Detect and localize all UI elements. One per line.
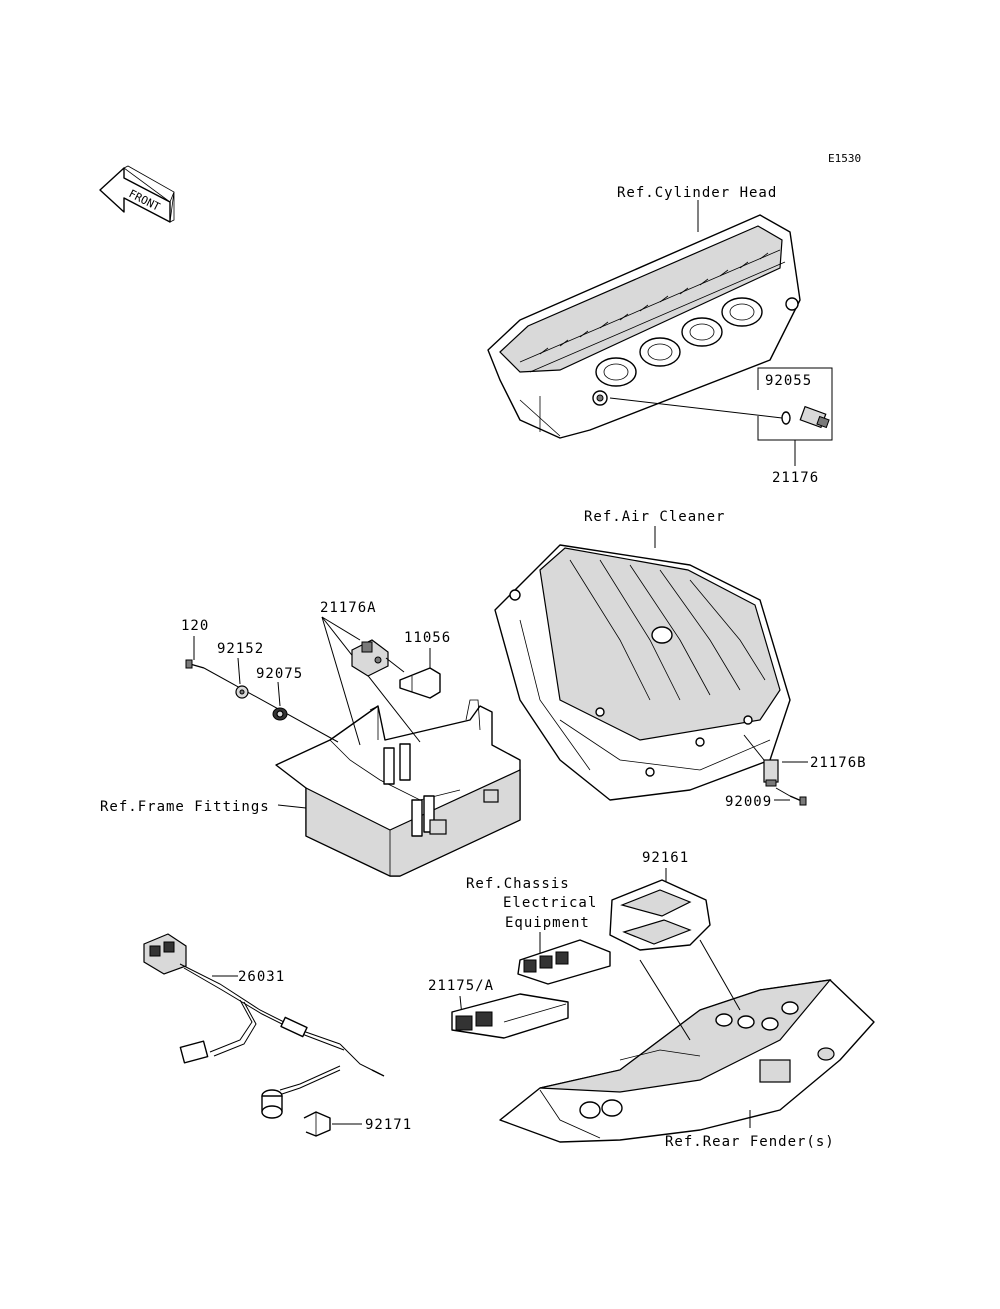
part-92075: 92075 [256,666,303,682]
ecu-unit-chassis [517,939,611,985]
frame-fittings-tray [275,699,521,877]
ref-chassis-line1: Ref.Chassis [466,876,570,892]
part-21176A: 21176A [320,600,377,616]
damper-92075 [272,707,288,721]
sensor-21176A [351,639,389,677]
ecu-bracket-92161 [609,879,711,951]
front-arrow-icon: FRONT [99,165,175,223]
ref-chassis-line2: Electrical [503,895,597,911]
ref-cylinder-head: Ref.Cylinder Head [617,185,777,201]
ref-chassis-line3: Equipment [505,915,590,931]
part-21175A: 21175/A [428,978,494,994]
part-11056: 11056 [404,630,451,646]
o-ring-92055 [781,411,791,425]
bolt-92009 [789,795,807,806]
sensor-21176 [799,405,830,429]
ref-rear-fender: Ref.Rear Fender(s) [665,1134,835,1150]
harness-26031 [143,933,385,1119]
part-21176: 21176 [772,470,819,486]
cylinder-head [487,214,801,439]
part-92171: 92171 [365,1117,412,1133]
air-cleaner [494,544,791,801]
part-26031: 26031 [238,969,285,985]
part-92009: 92009 [725,794,772,810]
part-92055: 92055 [765,373,812,389]
ref-frame-fittings: Ref.Frame Fittings [100,799,270,815]
clamp-92171 [303,1111,331,1137]
collar-92152 [235,685,249,699]
ecu-21175A [451,993,569,1039]
part-120: 120 [181,618,209,634]
part-21176B: 21176B [810,755,867,771]
part-92152: 92152 [217,641,264,657]
part-92161: 92161 [642,850,689,866]
clip-11056 [399,667,441,699]
bolt-120 [185,659,205,669]
diagram-code: E1530 [828,152,861,165]
ref-air-cleaner: Ref.Air Cleaner [584,509,725,525]
rear-fender [499,979,875,1143]
sensor-21176B [763,759,779,787]
